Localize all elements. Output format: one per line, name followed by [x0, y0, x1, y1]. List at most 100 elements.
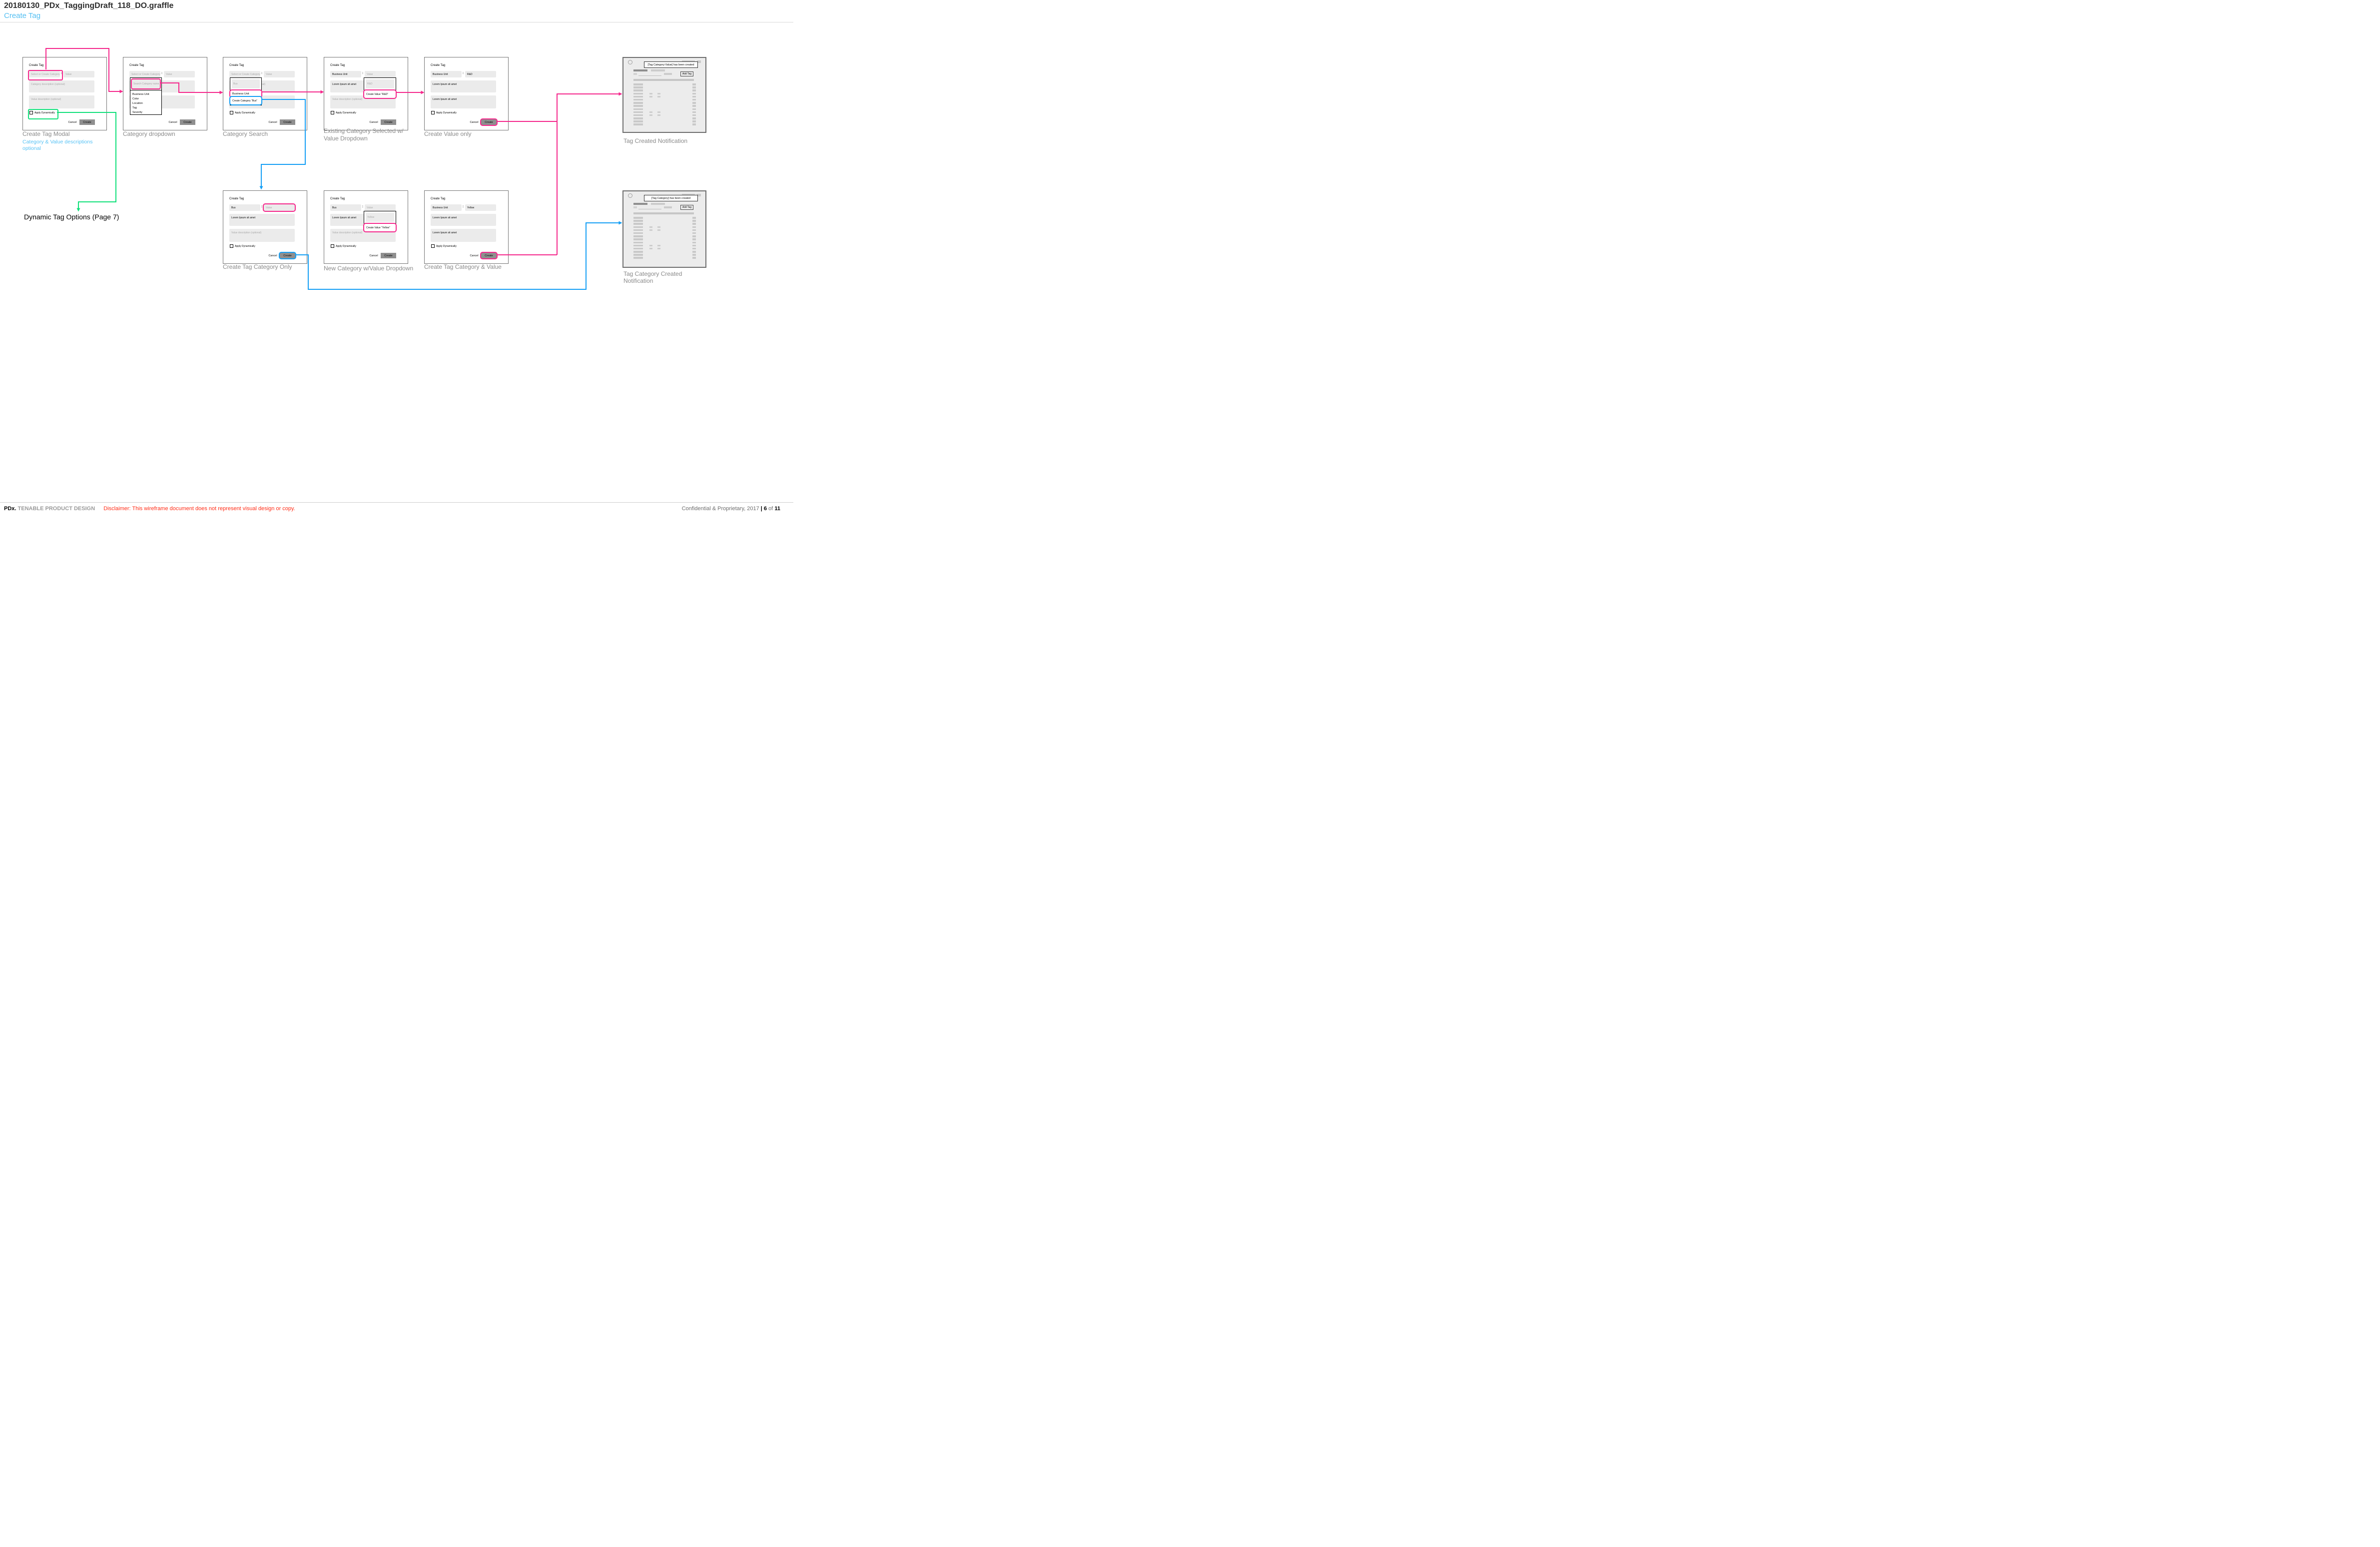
modal-title: Create Tag [29, 64, 44, 67]
skeleton-row [633, 247, 696, 251]
modal-category-search: Create Tag Select or Create Category : V… [223, 57, 307, 130]
label-tag-category-created-line2: Notification [623, 277, 653, 284]
dropdown-option-location[interactable]: Location [132, 101, 143, 105]
cancel-button[interactable]: Cancel [369, 254, 378, 257]
skeleton-row [633, 102, 696, 105]
create-button[interactable]: Create [481, 119, 497, 125]
apply-dynamically-checkbox[interactable] [431, 244, 435, 248]
category-input[interactable]: Business Unit [330, 71, 361, 77]
note-descriptions-optional-line1: Category & Value descriptions [22, 139, 93, 145]
category-input[interactable]: Select or Create Category [229, 71, 260, 77]
dropdown-option-business-unit[interactable]: Business Unit [132, 92, 149, 96]
tab-active-placeholder[interactable] [633, 203, 647, 205]
skeleton-row [633, 105, 696, 108]
cancel-button[interactable]: Cancel [168, 121, 177, 124]
table-header-placeholder [633, 212, 694, 214]
tab-inactive-placeholder[interactable] [651, 203, 665, 205]
cancel-button[interactable]: Cancel [268, 121, 277, 124]
cancel-button[interactable]: Cancel [68, 121, 77, 124]
modal-title: Create Tag [330, 197, 345, 200]
category-search-input[interactable]: Bus [232, 79, 260, 88]
dropdown-option-color[interactable]: Color [132, 97, 139, 100]
footer-left: PDx. TENABLE PRODUCT DESIGN Disclaimer: … [4, 506, 295, 512]
skeleton-row [633, 226, 696, 229]
colon-separator: : [463, 72, 464, 75]
option-create-category-bus[interactable]: Create Category “Bus” [230, 97, 261, 104]
apply-dynamically-checkbox[interactable] [230, 111, 233, 114]
apply-dynamically-checkbox[interactable] [331, 244, 334, 248]
colon-separator: : [362, 72, 363, 75]
category-input[interactable]: Business Unit [431, 71, 462, 77]
value-dropdown-panel: Yellow Create Value “Yellow” [364, 211, 396, 231]
option-existing-business-unit[interactable]: Business Unit [230, 90, 261, 97]
apply-dynamically-label: Apply Dynamically [235, 111, 255, 114]
skeleton-row [633, 92, 696, 96]
apply-dynamically-checkbox[interactable] [29, 111, 33, 114]
category-search-input[interactable]: Search Category name [132, 79, 160, 88]
cancel-button[interactable]: Cancel [268, 254, 277, 257]
value-input[interactable]: Value [264, 204, 295, 211]
category-input[interactable]: Bus [330, 204, 361, 211]
create-button[interactable]: Create [280, 253, 295, 258]
category-description-input[interactable]: Lorem Ipsum sit amet [431, 214, 496, 226]
table-skeleton [633, 217, 696, 260]
cancel-button[interactable]: Cancel [470, 121, 479, 124]
colon-separator: : [463, 205, 464, 208]
skeleton-row [633, 86, 696, 89]
create-button[interactable]: Create [180, 119, 195, 125]
filter-chip-placeholder [633, 73, 637, 75]
apply-dynamically-label: Apply Dynamically [336, 244, 356, 248]
create-button[interactable]: Create [481, 253, 497, 258]
tab-inactive-placeholder[interactable] [651, 69, 665, 71]
create-button[interactable]: Create [381, 253, 396, 258]
cancel-button[interactable]: Cancel [369, 121, 378, 124]
value-input[interactable]: Value [365, 71, 396, 77]
value-input[interactable]: R&D [465, 71, 496, 77]
value-input[interactable]: Value [365, 204, 396, 211]
footer-confidential: Confidential & Proprietary, 2017 [681, 506, 759, 512]
apply-dynamically-checkbox[interactable] [431, 111, 435, 114]
create-button[interactable]: Create [79, 119, 95, 125]
table-skeleton [633, 83, 696, 127]
skeleton-row [633, 83, 696, 86]
value-description-input[interactable]: Value description (optional) [29, 95, 94, 108]
cancel-button[interactable]: Cancel [470, 254, 479, 257]
skeleton-row [633, 257, 696, 260]
value-input[interactable]: Value [264, 71, 295, 77]
skeleton-row [633, 244, 696, 248]
category-description-input[interactable]: Lorem Ipsum sit amet [431, 80, 496, 92]
option-create-value-rnd[interactable]: Create Value “R&D” [364, 90, 396, 98]
value-input[interactable]: Value [164, 71, 195, 77]
category-input[interactable]: Select or Create Category [129, 71, 160, 77]
value-description-input[interactable]: Lorem Ipsum sit amet [431, 229, 496, 242]
apply-dynamically-checkbox[interactable] [331, 111, 334, 114]
category-input[interactable]: Bus [229, 204, 260, 211]
value-search-input[interactable]: R&D [366, 79, 394, 88]
modal-title: Create Tag [229, 64, 244, 67]
apply-dynamically-checkbox[interactable] [230, 244, 233, 248]
create-button[interactable]: Create [381, 119, 396, 125]
option-create-value-yellow[interactable]: Create Value “Yellow” [364, 224, 396, 231]
browser-circle-icon [628, 193, 632, 198]
toast-tag-category-created: [Tag Category] has been created [644, 195, 698, 201]
colon-separator: : [61, 72, 62, 75]
category-description-input[interactable]: Category description (optional) [29, 80, 94, 92]
category-input[interactable]: Business Unit [431, 204, 462, 211]
dropdown-option-severity[interactable]: Severity [132, 110, 142, 114]
add-tag-button[interactable]: Add Tag [680, 71, 693, 76]
tab-active-placeholder[interactable] [633, 69, 647, 71]
label-existing-category-line1: Existing Category Selected w/ [324, 127, 404, 134]
modal-title: Create Tag [431, 197, 446, 200]
category-input[interactable]: Select or Create Category [29, 71, 60, 77]
add-tag-button[interactable]: Add Tag [680, 205, 693, 210]
dropdown-option-tag[interactable]: Tag [132, 106, 137, 109]
category-description-input[interactable]: Lorem Ipsum sit amet [229, 214, 295, 226]
value-search-input[interactable]: Yellow [366, 213, 394, 222]
value-description-input[interactable]: Value description (optional) [229, 229, 295, 242]
create-button[interactable]: Create [280, 119, 295, 125]
value-description-input[interactable]: Lorem Ipsum sit amet [431, 95, 496, 108]
label-category-dropdown: Category dropdown [123, 130, 175, 137]
footer-team: TENABLE PRODUCT DESIGN [17, 506, 95, 512]
value-input[interactable]: Value [63, 71, 94, 77]
value-input[interactable]: Yellow [465, 204, 496, 211]
